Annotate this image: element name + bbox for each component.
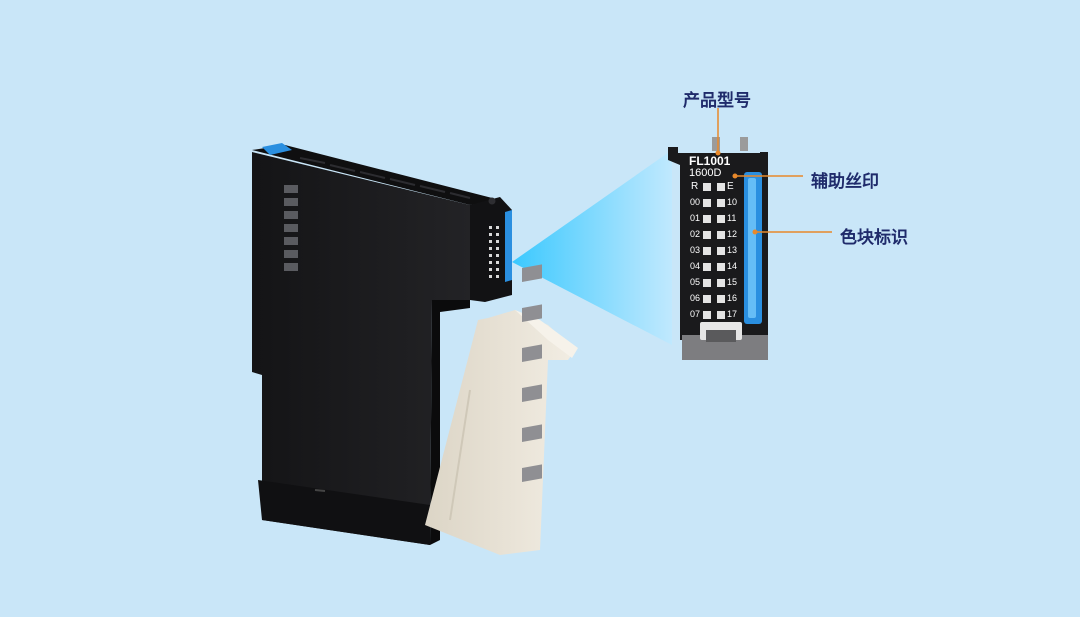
panel-model-code: FL1001 <box>689 154 731 168</box>
channel-label-right: 13 <box>727 245 738 255</box>
led-indicator <box>703 199 711 207</box>
channel-label-left: 02 <box>690 229 701 239</box>
led-indicator <box>717 311 725 319</box>
channel-label-left: 07 <box>690 309 701 319</box>
zoom-panel <box>668 137 768 360</box>
led-indicator <box>703 231 711 239</box>
led-indicator <box>703 311 711 319</box>
silkscreen-callout-label: 辅助丝印 <box>811 172 879 192</box>
led-indicator <box>717 199 725 207</box>
panel-header-right: E <box>727 181 734 192</box>
terminal-block <box>425 264 578 555</box>
led-indicator-r <box>703 183 711 191</box>
led-indicator <box>703 295 711 303</box>
model-callout-label: 产品型号 <box>683 91 751 111</box>
led-indicator <box>703 215 711 223</box>
channel-label-left: 05 <box>690 277 701 287</box>
channel-label-right: 11 <box>727 213 737 223</box>
led-indicator <box>703 279 711 287</box>
callout-lines <box>715 108 832 235</box>
color-block-callout-label: 色块标识 <box>840 228 908 248</box>
channel-label-left: 01 <box>690 213 701 223</box>
led-indicator <box>717 231 725 239</box>
led-indicator-e <box>717 183 725 191</box>
channel-label-right: 14 <box>727 261 738 271</box>
led-indicator <box>717 215 725 223</box>
channel-label-right: 10 <box>727 197 738 207</box>
led-indicator <box>717 279 725 287</box>
led-indicator <box>703 263 711 271</box>
side-grille <box>284 185 298 271</box>
channel-label-right: 15 <box>727 277 738 287</box>
panel-header-left: R <box>691 181 699 192</box>
side-blue-strip <box>505 210 512 282</box>
channel-label-left: 03 <box>690 245 701 255</box>
channel-label-right: 16 <box>727 293 738 303</box>
led-indicator <box>717 295 725 303</box>
top-latch <box>262 143 292 155</box>
panel-sub-code: 1600D <box>689 167 722 179</box>
zoom-beam <box>512 150 672 345</box>
led-indicator <box>717 263 725 271</box>
channel-label-right: 17 <box>727 309 738 319</box>
led-indicator <box>717 247 725 255</box>
channel-label-right: 12 <box>727 229 738 239</box>
channel-label-left: 00 <box>690 197 701 207</box>
channel-label-left: 06 <box>690 293 701 303</box>
channel-label-left: 04 <box>690 261 701 271</box>
led-indicator <box>703 247 711 255</box>
